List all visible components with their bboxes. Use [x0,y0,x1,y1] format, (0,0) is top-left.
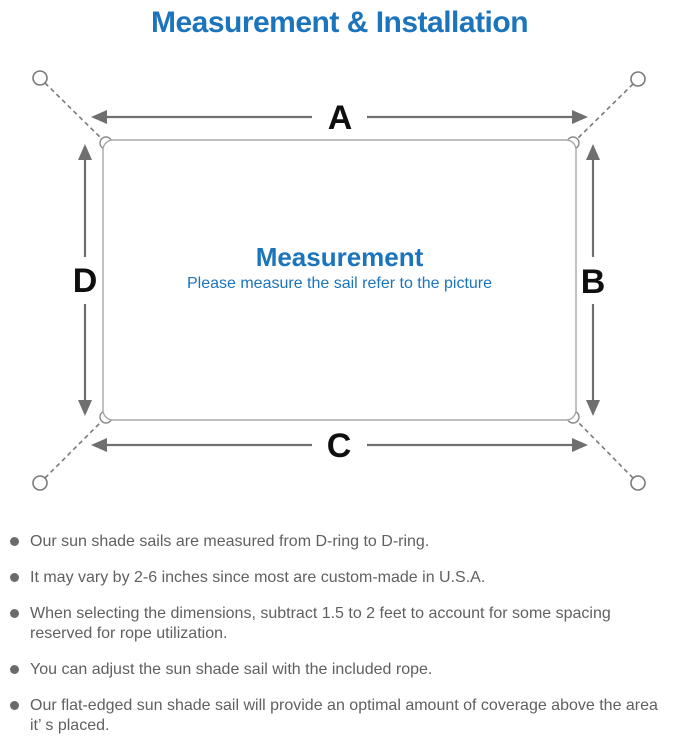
dimension-arrow-c [91,438,588,452]
bullet-dot-icon [10,609,19,618]
rope-dashed-line-bottom-right [574,418,634,479]
note-text: It may vary by 2-6 inches since most are… [30,569,486,586]
note-text: You can adjust the sun shade sail with t… [30,661,433,678]
diagram-center-subtitle: Please measure the sail refer to the pic… [186,275,493,292]
notes-list: Our sun shade sails are measured from D-… [0,520,679,736]
anchor-point-circle-bottom-right [630,475,646,491]
note-item: Our flat-edged sun shade sail will provi… [10,696,667,736]
sail-measurement-diagram: A C D B [0,50,679,520]
anchor-point-circle-top-right [630,71,646,87]
rope-dashed-line-top-right [574,83,634,142]
bullet-dot-icon [10,537,19,546]
dimension-arrow-a [91,110,588,124]
anchor-point-circle-top-left [32,70,48,86]
rope-dashed-line-bottom-left [44,418,105,479]
note-item: You can adjust the sun shade sail with t… [10,660,667,680]
dimension-label-c: C [327,427,352,465]
anchor-point-circle-bottom-left [32,475,48,491]
note-text: Our flat-edged sun shade sail will provi… [30,697,658,734]
dimension-label-a: A [328,99,353,137]
note-text: Our sun shade sails are measured from D-… [30,533,430,550]
dimension-label-d: D [73,262,98,300]
note-item: When selecting the dimensions, subtract … [10,604,667,644]
note-text: When selecting the dimensions, subtract … [30,605,611,642]
dimension-arrow-d [78,144,92,416]
dimension-arrow-b [586,144,600,416]
bullet-dot-icon [10,701,19,710]
diagram-center-title: Measurement [255,242,424,272]
diagram-canvas: A C D B [32,70,646,491]
sail-outline [102,139,577,421]
bullet-dot-icon [10,665,19,674]
page-title: Measurement & Installation [150,6,529,39]
rope-dashed-line-top-left [44,82,105,142]
note-item: Our sun shade sails are measured from D-… [10,532,667,552]
note-item: It may vary by 2-6 inches since most are… [10,568,667,588]
diagram-center-text: Measurement Please measure the sail refe… [0,242,679,294]
bullet-dot-icon [10,573,19,582]
dimension-label-b: B [581,263,606,301]
